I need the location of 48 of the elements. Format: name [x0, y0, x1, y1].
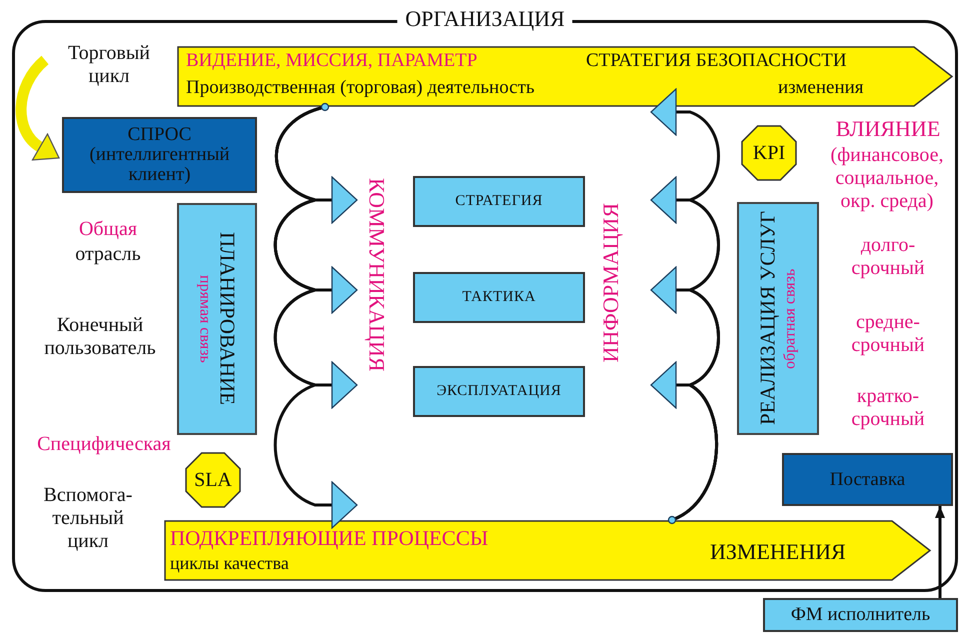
box-label: СПРОС (интеллигентный клиент): [88, 125, 231, 185]
band-label: Производственная (торговая) деятельность: [186, 77, 535, 99]
process-box: [177, 203, 257, 435]
band-label: ПОДКРЕПЛЯЮЩИЕ ПРОЦЕССЫ: [170, 526, 488, 550]
process-box: [737, 202, 819, 435]
octagon-badge: [742, 126, 796, 180]
box-label: ТАКТИКА: [462, 290, 536, 306]
band-label: изменения: [778, 77, 864, 99]
side-label: долго- срочный: [850, 234, 926, 280]
arrow-band: [178, 47, 952, 106]
side-label: кратко- срочный: [850, 385, 926, 431]
side-label: Конечный пользователь: [43, 314, 157, 360]
band-label: циклы качества: [170, 553, 289, 574]
process-box: [413, 176, 585, 227]
box-label: СТРАТЕГИЯ: [455, 194, 543, 210]
process-box: [413, 366, 585, 417]
connector-arrow: [650, 88, 720, 522]
side-label: ВЛИЯНИЕ: [834, 116, 942, 142]
connector-arrow: [274, 106, 358, 529]
band-label: ВИДЕНИЕ, МИССИЯ, ПАРАМЕТР: [186, 50, 478, 72]
side-label: Общая: [78, 218, 138, 241]
badge-label: KPI: [752, 142, 786, 164]
box-label: РЕАЛИЗАЦИЯ УСЛУГ: [756, 212, 779, 426]
arrow-band: [165, 521, 930, 580]
side-label: отрасль: [74, 243, 142, 266]
band-label: ИЗМЕНЕНИЯ: [710, 539, 846, 564]
curved-arrow: [16, 56, 58, 161]
vertical-label: КОММУНИКАЦИЯ: [364, 178, 390, 372]
process-box: [763, 598, 958, 632]
octagon-badge: [186, 453, 240, 507]
box-label: прямая связь: [196, 275, 212, 363]
side-label: Специфическая: [36, 433, 172, 456]
side-label: (финансовое, социальное, окр. среда): [830, 144, 944, 213]
arrow: [935, 506, 945, 598]
process-box: [413, 272, 585, 323]
box-label: ФМ исполнитель: [790, 605, 930, 625]
side-label: Торговый цикл: [66, 42, 151, 88]
process-box: [782, 453, 953, 506]
box-label: обратная связь: [782, 268, 800, 369]
process-box: [62, 117, 257, 193]
band-label: СТРАТЕГИЯ БЕЗОПАСНОСТИ: [586, 50, 847, 72]
box-label: Поставка: [830, 470, 906, 490]
side-label: Вспомога- тельный цикл: [42, 484, 134, 553]
vertical-label: ИНФОРМАЦИЯ: [598, 203, 624, 362]
box-label: ЭКСПЛУАТАЦИЯ: [436, 384, 562, 400]
side-label: средне- срочный: [850, 311, 926, 357]
badge-label: SLA: [194, 468, 232, 492]
box-label: ПЛАНИРОВАНИЕ: [216, 232, 238, 406]
